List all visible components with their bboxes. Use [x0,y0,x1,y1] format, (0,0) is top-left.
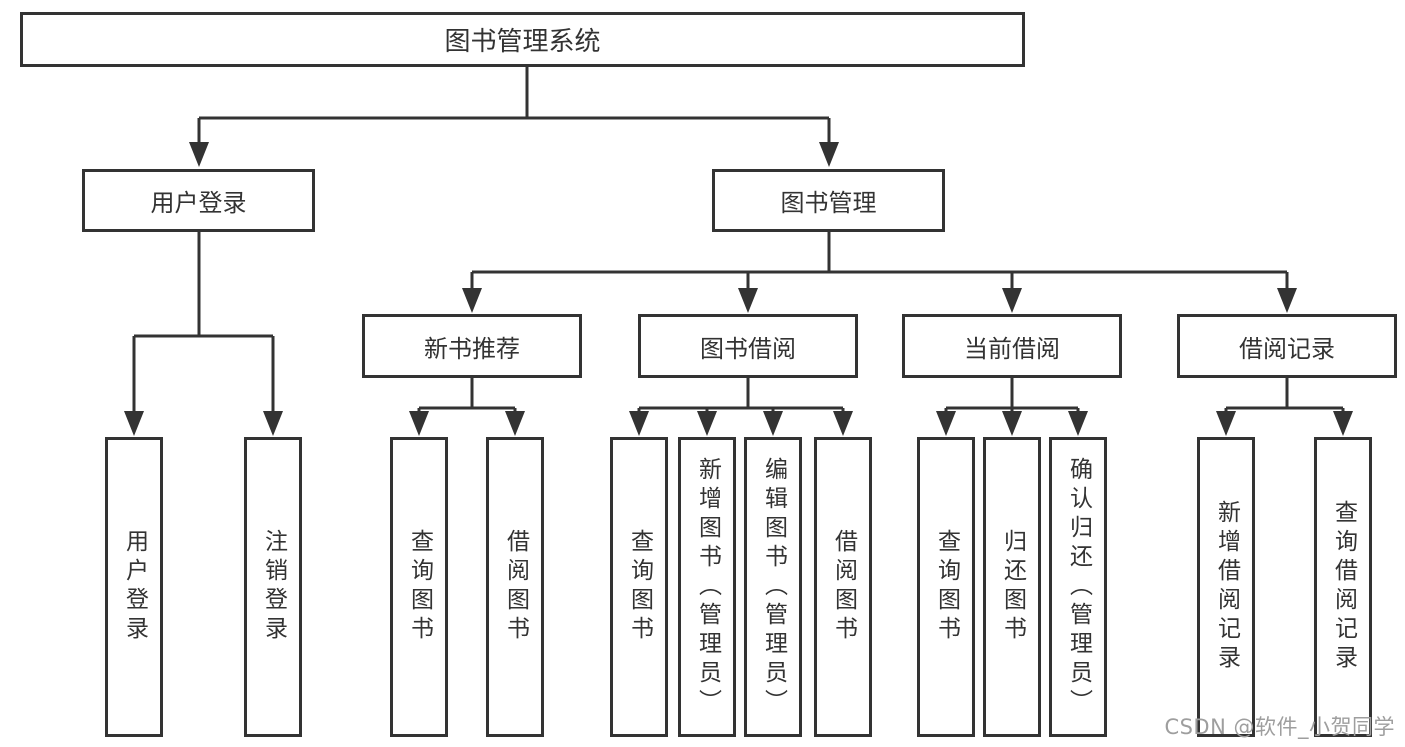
connector-root-to-level2 [197,67,831,150]
node-label: 新增图书（管理员） [694,456,721,718]
node-label: 当前借阅 [964,334,1060,363]
leaf-newbooks-borrow-books: 借阅图书 [486,437,544,737]
node-label: 查询图书 [626,529,653,645]
node-label: 查询图书 [406,529,433,645]
leaf-user-login: 用户登录 [105,437,163,737]
csdn-watermark: CSDN @软件_小贺同学 [1164,715,1395,739]
leaf-borrowing-edit-books-admin: 编辑图书（管理员） [744,437,802,737]
node-label: 确认归还（管理员） [1065,456,1092,718]
node-root: 图书管理系统 [20,12,1025,67]
leaf-borrowing-add-books-admin: 新增图书（管理员） [678,437,736,737]
node-label: 借阅记录 [1239,334,1335,363]
node-borrow-records: 借阅记录 [1177,314,1397,378]
connector-user-login-to-children [132,232,275,420]
leaf-current-return-books: 归还图书 [983,437,1041,737]
arrowheads [124,142,1353,436]
connector-records-to-children [1224,378,1345,420]
leaf-borrowing-query-books: 查询图书 [610,437,668,737]
leaf-records-add-borrow-record: 新增借阅记录 [1197,437,1255,737]
node-label: 图书管理 [780,189,877,217]
node-label: 注销登录 [260,529,287,645]
connector-borrowing-to-children [637,378,845,420]
node-new-books: 新书推荐 [362,314,582,378]
connector-book-mgmt-to-level3 [470,232,1289,296]
node-label: 图书管理系统 [444,27,601,57]
node-label: 借阅图书 [830,529,857,645]
node-label: 借阅图书 [502,529,529,645]
leaf-current-confirm-return-admin: 确认归还（管理员） [1049,437,1107,737]
leaf-records-query-borrow-record: 查询借阅记录 [1314,437,1372,737]
node-current-borrow: 当前借阅 [902,314,1122,378]
node-borrowing: 图书借阅 [638,314,858,378]
node-label: 归还图书 [999,529,1026,645]
node-label: 用户登录 [150,189,247,217]
leaf-current-query-books: 查询图书 [917,437,975,737]
node-label: 新增借阅记录 [1213,500,1240,674]
node-label: 查询图书 [933,529,960,645]
leaf-newbooks-query-books: 查询图书 [390,437,448,737]
node-label: 查询借阅记录 [1330,500,1357,674]
leaf-logout: 注销登录 [244,437,302,737]
node-user-login: 用户登录 [82,169,315,232]
leaf-borrowing-borrow-books: 借阅图书 [814,437,872,737]
node-label: 新书推荐 [424,334,520,363]
node-book-mgmt: 图书管理 [712,169,945,232]
node-label: 用户登录 [121,529,148,645]
connector-new-books-to-children [417,378,517,420]
node-label: 编辑图书（管理员） [760,456,787,718]
node-label: 图书借阅 [700,334,796,363]
